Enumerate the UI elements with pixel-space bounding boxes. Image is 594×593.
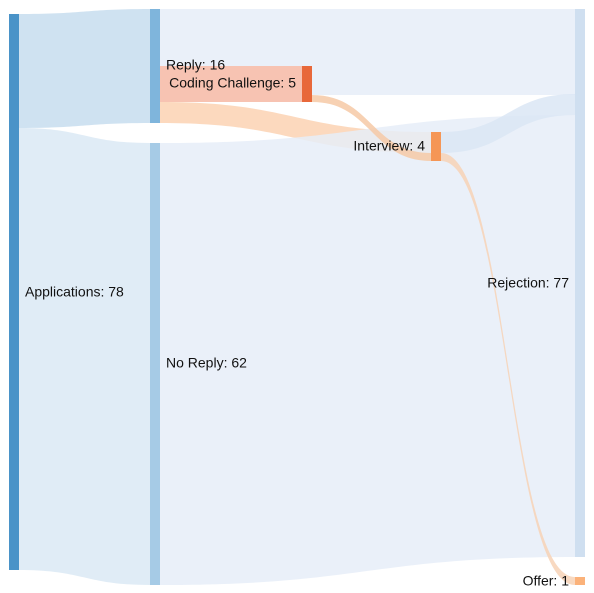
sankey-node-applications[interactable] [9,14,19,570]
sankey-node-interview[interactable] [431,132,441,161]
sankey-label-reply: Reply: 16 [166,57,225,73]
sankey-node-offer[interactable] [575,577,585,585]
sankey-labels: Applications: 78 Reply: 16 No Reply: 62 Cod… [25,57,569,589]
sankey-link-reply-to-rejection[interactable] [160,9,575,66]
sankey-link-interview-to-offer[interactable] [441,153,575,585]
sankey-nodes [9,9,585,585]
sankey-link-applications-to-no-reply[interactable] [19,128,150,585]
sankey-link-reply-to-coding-challenge[interactable] [160,66,302,102]
sankey-label-interview: Interview: 4 [353,138,425,154]
sankey-node-reply[interactable] [150,9,160,123]
sankey-label-offer: Offer: 1 [523,573,570,589]
sankey-links [19,9,575,585]
sankey-label-no-reply: No Reply: 62 [166,355,247,371]
sankey-label-applications: Applications: 78 [25,284,124,300]
sankey-link-no-reply-to-rejection[interactable] [160,115,575,585]
sankey-node-rejection[interactable] [575,9,585,557]
sankey-link-coding-challenge-to-interview[interactable] [312,95,431,161]
sankey-link-applications-to-reply[interactable] [19,9,150,128]
sankey-node-coding-challenge[interactable] [302,66,312,102]
sankey-label-coding-challenge: Coding Challenge: 5 [169,75,296,91]
sankey-link-interview-to-rejection[interactable] [441,94,575,153]
sankey-node-no-reply[interactable] [150,143,160,585]
sankey-link-coding-challenge-to-rejection[interactable] [312,66,575,95]
sankey-label-rejection: Rejection: 77 [487,275,569,291]
